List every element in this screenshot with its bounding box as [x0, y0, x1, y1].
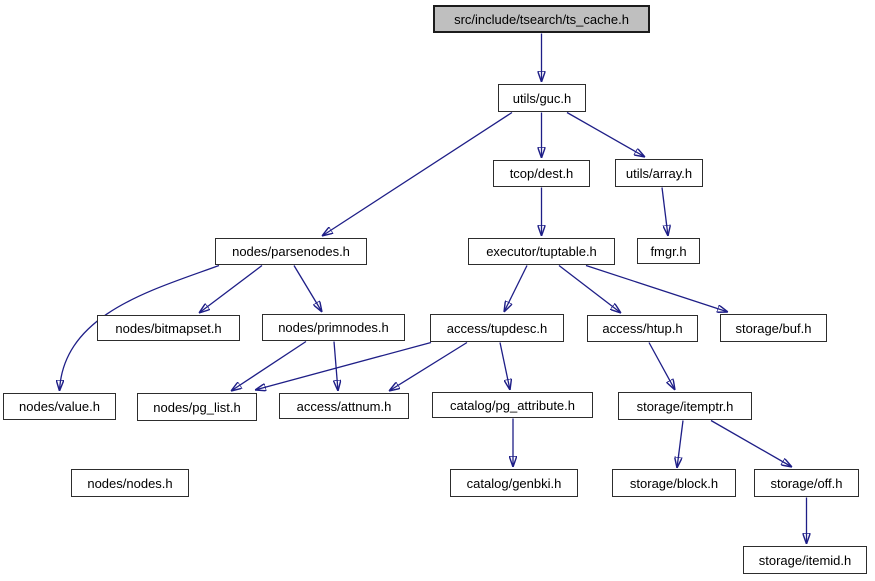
node-fmgr[interactable]: fmgr.h	[637, 238, 700, 264]
edge-parsenodes-to-value	[60, 264, 220, 392]
node-itemptr[interactable]: storage/itemptr.h	[618, 392, 752, 420]
edge-htup-to-itemptr	[648, 342, 675, 391]
edge-itemptr-to-off	[710, 419, 792, 468]
node-value[interactable]: nodes/value.h	[3, 393, 116, 420]
edge-array-to-fmgr	[661, 187, 668, 237]
node-guc[interactable]: utils/guc.h	[498, 84, 586, 112]
edge-parsenodes-to-bitmapset	[199, 264, 263, 314]
edge-tuptable-to-buf	[585, 264, 728, 313]
node-nodes[interactable]: nodes/nodes.h	[71, 469, 189, 497]
edge-guc-to-array	[566, 111, 645, 158]
node-buf[interactable]: storage/buf.h	[720, 314, 827, 342]
edge-tupdesc-to-pg_list	[255, 341, 432, 391]
edge-tupdesc-to-attnum	[389, 341, 468, 392]
node-pg_list[interactable]: nodes/pg_list.h	[137, 393, 257, 421]
node-htup[interactable]: access/htup.h	[587, 315, 698, 342]
node-tupdesc[interactable]: access/tupdesc.h	[430, 314, 564, 342]
edge-primnodes-to-pg_list	[231, 340, 307, 392]
node-block[interactable]: storage/block.h	[612, 469, 736, 497]
node-tuptable[interactable]: executor/tuptable.h	[468, 238, 615, 265]
node-dest[interactable]: tcop/dest.h	[493, 160, 590, 187]
node-pg_attribute[interactable]: catalog/pg_attribute.h	[432, 392, 593, 418]
edge-tuptable-to-tupdesc	[504, 265, 528, 313]
node-genbki[interactable]: catalog/genbki.h	[450, 469, 578, 497]
node-attnum[interactable]: access/attnum.h	[279, 393, 409, 419]
node-off[interactable]: storage/off.h	[754, 469, 859, 497]
edge-parsenodes-to-primnodes	[293, 265, 322, 313]
node-primnodes[interactable]: nodes/primnodes.h	[262, 314, 405, 341]
edge-tupdesc-to-pg_attribute	[499, 342, 510, 391]
node-itemid[interactable]: storage/itemid.h	[743, 546, 867, 574]
edge-tuptable-to-htup	[558, 264, 621, 314]
edge-primnodes-to-attnum	[334, 341, 338, 392]
node-array[interactable]: utils/array.h	[615, 159, 703, 187]
node-ts_cache: src/include/tsearch/ts_cache.h	[433, 5, 650, 33]
node-parsenodes[interactable]: nodes/parsenodes.h	[215, 238, 367, 265]
node-bitmapset[interactable]: nodes/bitmapset.h	[97, 315, 240, 341]
edge-itemptr-to-block	[677, 420, 684, 469]
edge-guc-to-parsenodes	[322, 111, 513, 237]
